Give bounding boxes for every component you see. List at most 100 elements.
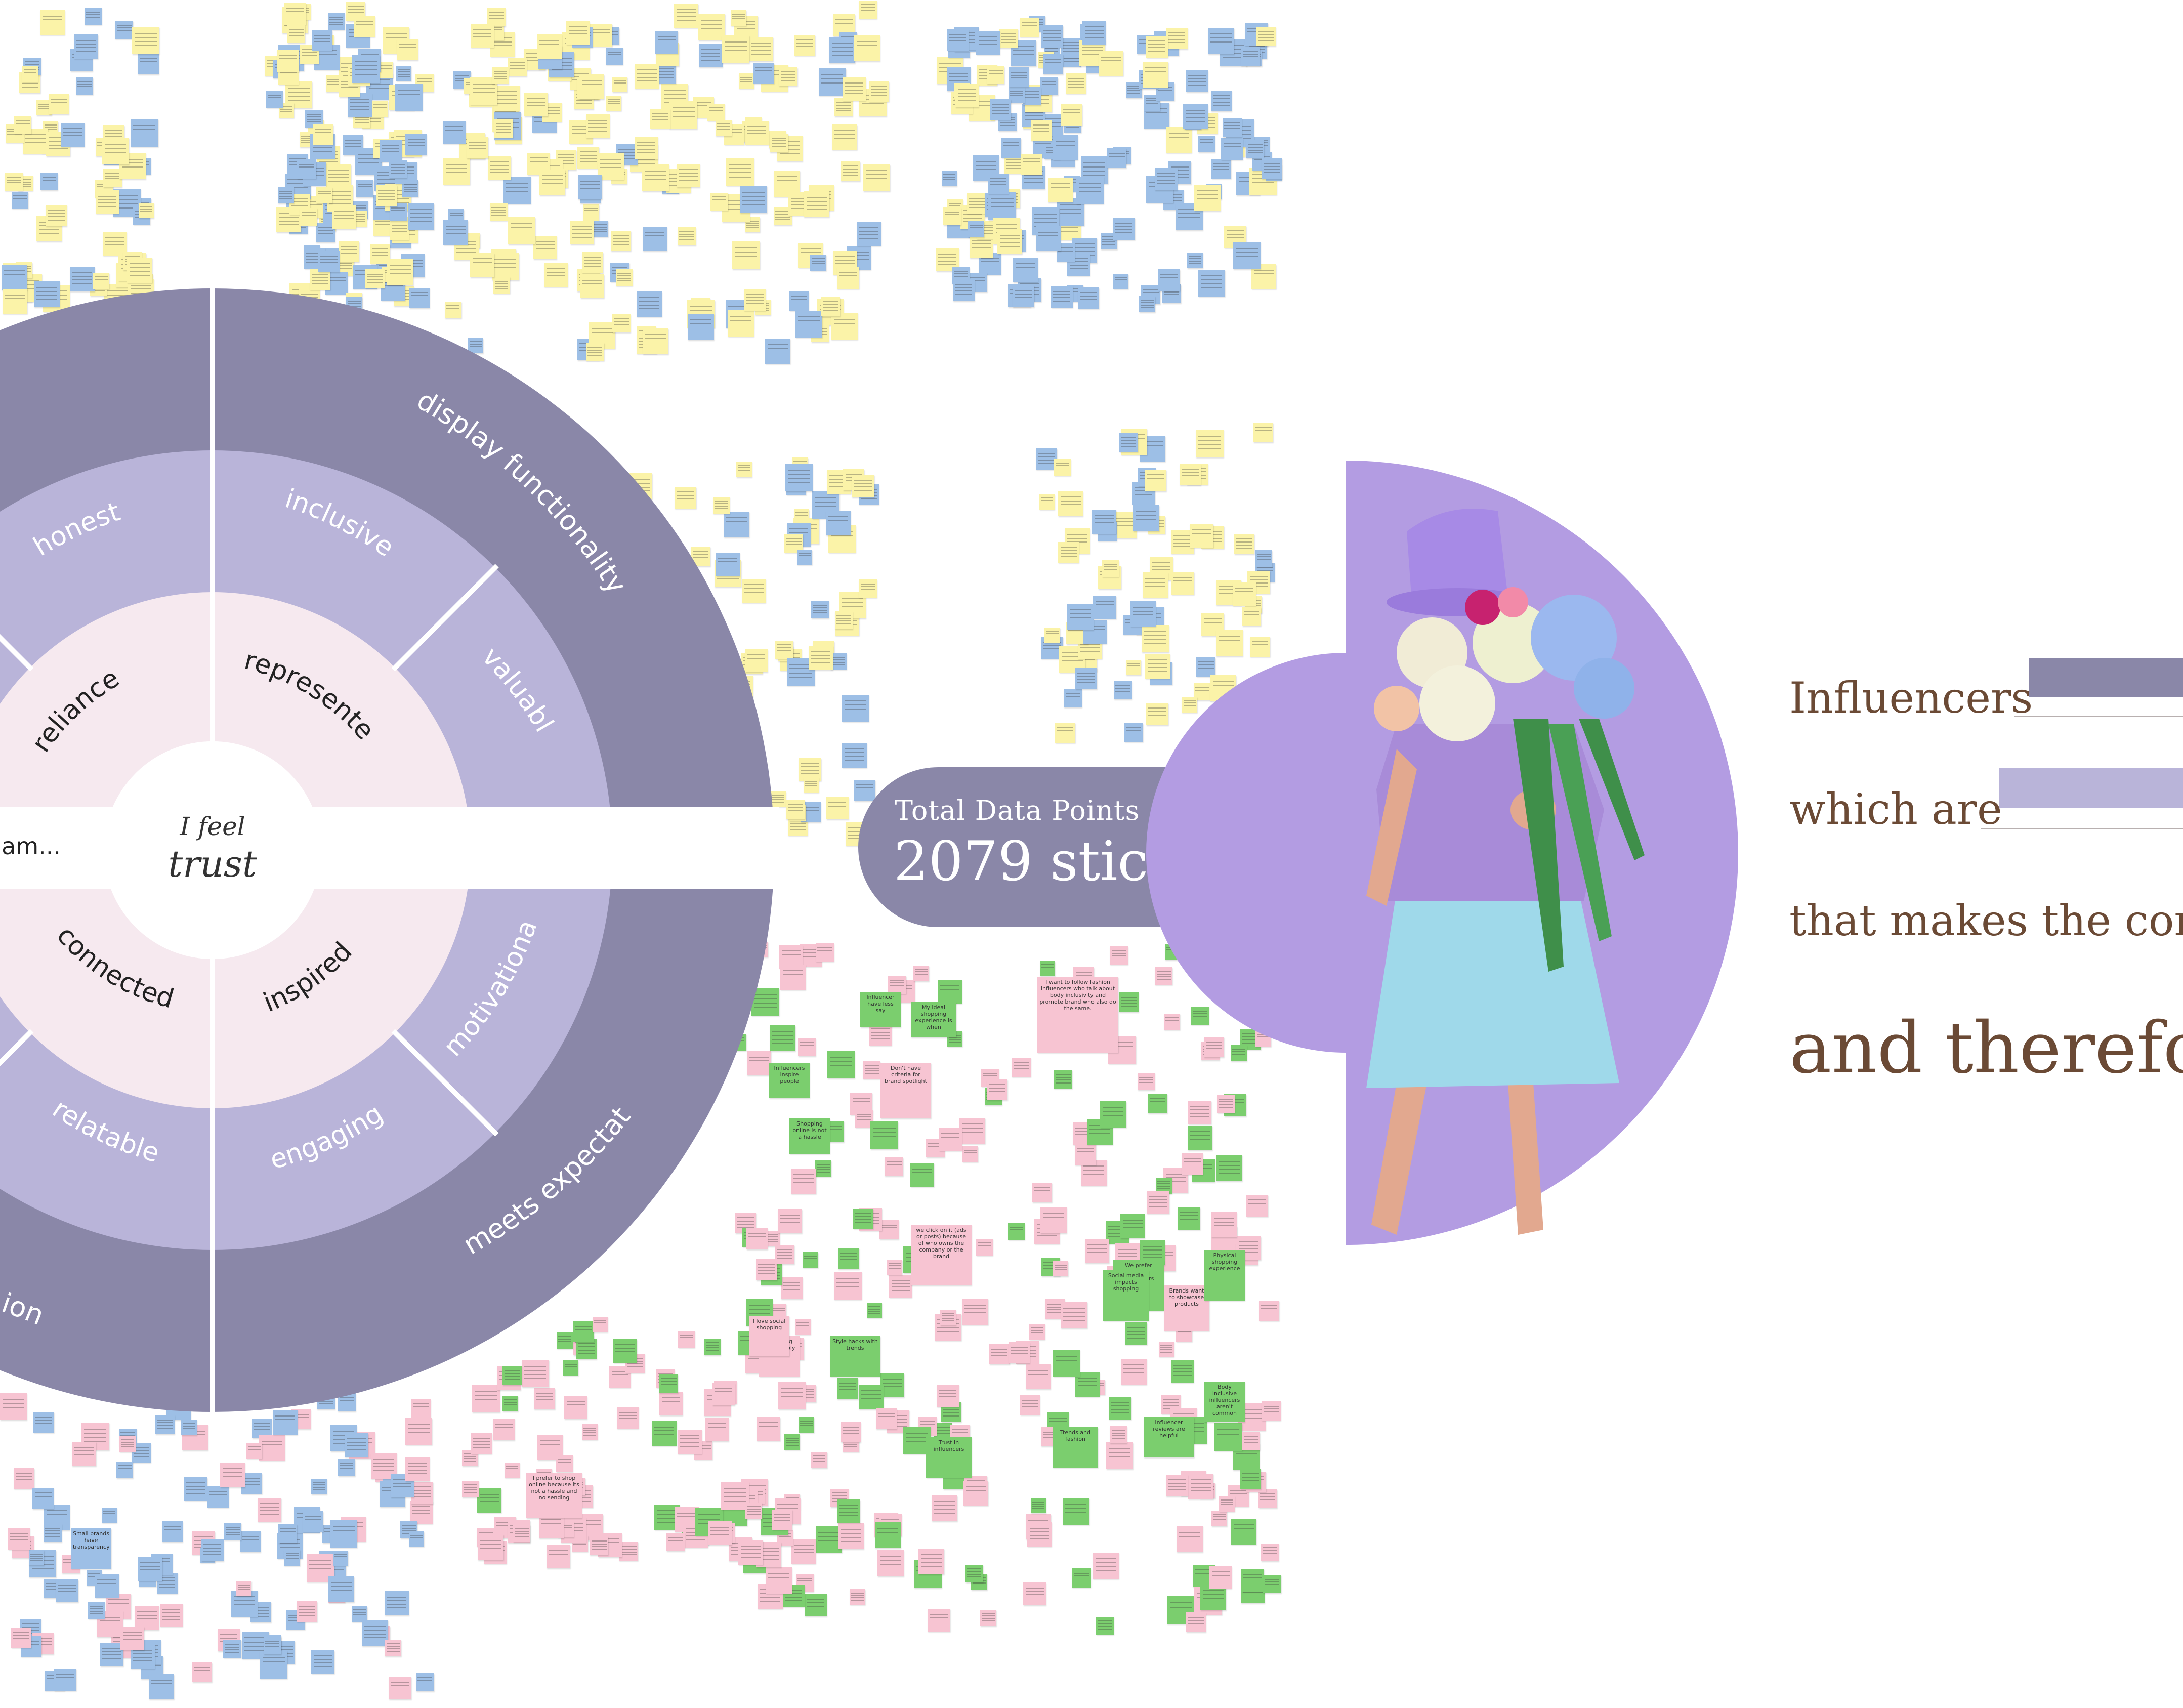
sticky-note [834, 98, 853, 116]
sticky-note [477, 1488, 501, 1513]
sticky-note [1211, 1510, 1227, 1526]
sticky-note [370, 244, 391, 264]
sticky-note [159, 1604, 183, 1627]
statement-bar-2 [1999, 768, 2183, 808]
sticky-note [380, 140, 402, 162]
statement-blank-2 [1981, 828, 2183, 829]
sticky-note [278, 187, 295, 204]
sticky-note-text: Brands want to showcase products [1164, 1285, 1209, 1331]
sticky-note [965, 1564, 983, 1582]
sticky-note [137, 53, 159, 75]
sticky-note [311, 1650, 335, 1674]
sticky-note [313, 124, 333, 145]
sticky-note [643, 328, 669, 354]
sticky-note [707, 103, 725, 121]
sticky-note [470, 77, 497, 105]
flower-peach [1374, 686, 1419, 731]
sticky-note [352, 55, 380, 83]
sticky-note [804, 191, 830, 218]
sticky-note [493, 277, 510, 294]
sticky-note [316, 223, 335, 243]
sticky-note [365, 269, 385, 289]
sticky-note [811, 1452, 827, 1469]
sticky-note [677, 227, 696, 245]
sticky-note [687, 313, 714, 340]
sticky-note [795, 310, 822, 338]
sticky-note [348, 93, 372, 117]
sticky-note [246, 1443, 262, 1459]
sticky-note [408, 203, 435, 230]
sticky-note [837, 1499, 861, 1523]
sticky-note [585, 114, 610, 139]
photo-backdrop-left [1146, 653, 1346, 1053]
sticky-note [101, 1508, 117, 1523]
sticky-note [103, 168, 122, 187]
sticky-note [774, 171, 801, 197]
sticky-note [389, 160, 407, 179]
sticky-note [843, 77, 866, 101]
sticky-note [612, 314, 631, 333]
sticky-note [296, 1601, 317, 1622]
sticky-note [224, 1523, 241, 1540]
sticky-note [791, 1539, 816, 1564]
sticky-note [494, 119, 514, 138]
sticky-note [95, 1574, 119, 1598]
sticky-note [698, 14, 725, 41]
sticky-note [184, 1477, 207, 1501]
sticky-note [1121, 1358, 1147, 1385]
sticky-note [1061, 1302, 1088, 1329]
sticky-note [831, 124, 857, 150]
sticky-note-text: Social media impacts shopping [1103, 1270, 1149, 1321]
sticky-note [487, 156, 511, 180]
sticky-note [794, 1319, 811, 1335]
sticky-note [409, 1531, 425, 1547]
sticky-note [138, 1556, 162, 1581]
sticky-note [989, 1344, 1010, 1365]
model-skirt [1366, 891, 1619, 1088]
sticky-note [778, 67, 797, 86]
sticky-note [470, 253, 495, 277]
sticky-note [863, 164, 890, 191]
sticky-note [263, 1636, 281, 1654]
sticky-note [772, 1509, 792, 1530]
sticky-note [642, 164, 669, 192]
sticky-note [356, 179, 374, 197]
flower-magenta [1465, 590, 1500, 625]
sticky-note [1072, 1568, 1092, 1588]
sticky-note [297, 159, 316, 179]
flower-white-3 [1419, 665, 1495, 741]
sticky-note [330, 1520, 358, 1548]
sticky-note [799, 1417, 815, 1433]
sticky-note [524, 93, 548, 117]
sticky-note [39, 10, 65, 35]
sticky-note [100, 1642, 123, 1666]
sticky-note [338, 241, 359, 263]
sticky-note-text: Small brands have transparency [71, 1528, 111, 1569]
sticky-note [61, 122, 85, 147]
sticky-note [5, 173, 23, 191]
sticky-note [980, 1609, 997, 1626]
sticky-note [220, 1463, 245, 1488]
sticky-note [310, 269, 331, 290]
sticky-note [794, 35, 816, 56]
sticky-note [859, 0, 877, 19]
sticky-note [590, 1536, 609, 1556]
sticky-note [318, 251, 340, 273]
sticky-note-text: Influencer reviews are helpful [1144, 1417, 1194, 1457]
sticky-note [405, 134, 427, 156]
sticky-note [1261, 1401, 1281, 1421]
sticky-note [1258, 1300, 1279, 1321]
sticky-note [443, 157, 470, 185]
sticky-note [3, 288, 28, 314]
sticky-note [722, 35, 750, 64]
sticky-note [1031, 1498, 1046, 1514]
sticky-note [1093, 1552, 1119, 1579]
sticky-note [1263, 1574, 1281, 1593]
sticky-note [85, 8, 102, 25]
sticky-note [326, 164, 351, 189]
sticky-note [375, 185, 397, 206]
sticky-note [854, 35, 880, 62]
sticky-note [1110, 1426, 1127, 1444]
sticky-note [1106, 1442, 1134, 1469]
sticky-note [1231, 1518, 1257, 1545]
